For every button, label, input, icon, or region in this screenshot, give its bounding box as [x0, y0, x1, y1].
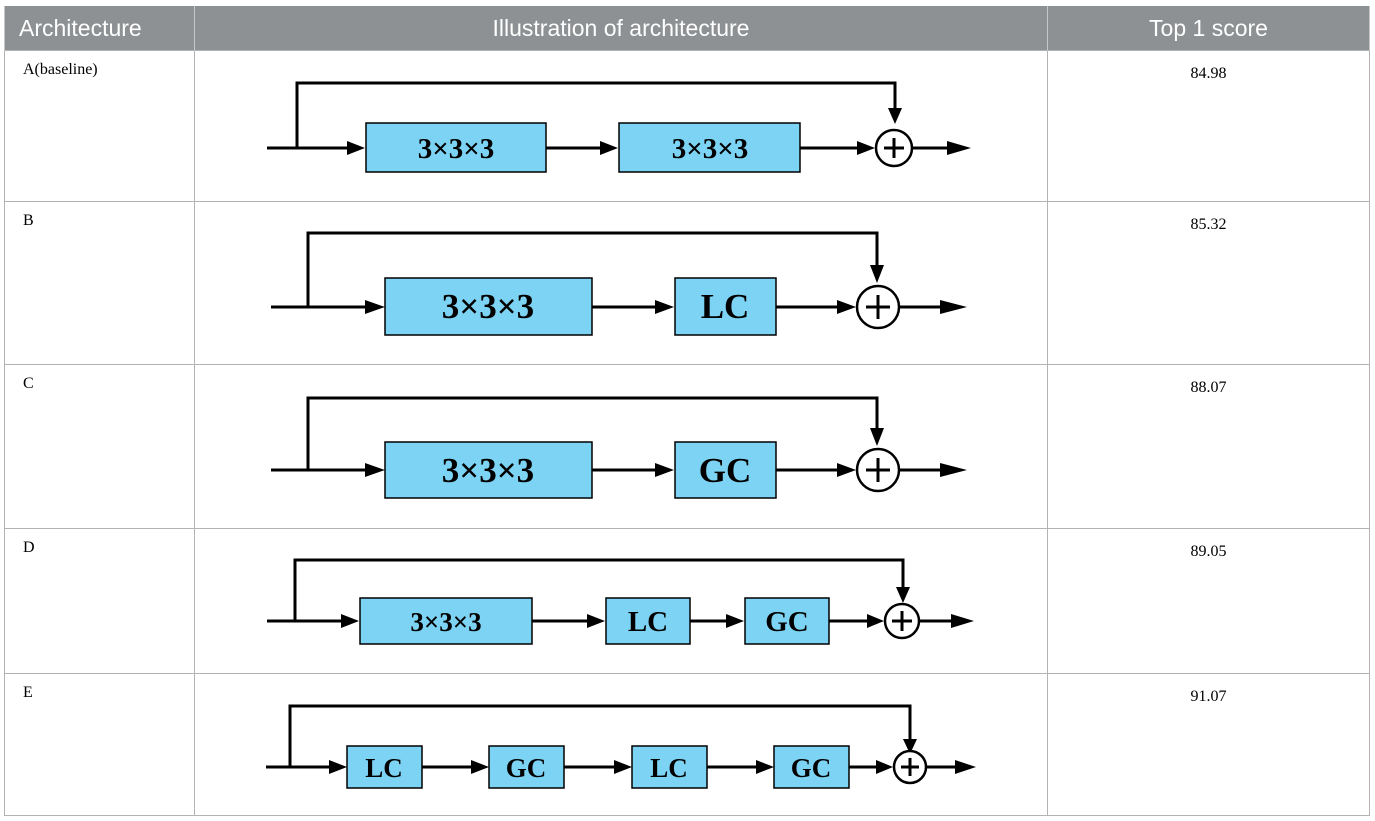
- header-architecture: Architecture: [4, 6, 195, 51]
- block-label: LC: [628, 606, 668, 638]
- architecture-name: D: [4, 528, 195, 674]
- header-row: Architecture Illustration of architectur…: [4, 6, 1370, 51]
- block-label: LC: [701, 287, 750, 326]
- diagram-row-b: 3×3×3 LC: [271, 231, 967, 336]
- architecture-name: A(baseline): [4, 50, 195, 202]
- illustration-cell: 3×3×3 LC: [194, 201, 1048, 365]
- table-row: B 3×3×3 LC: [4, 201, 1370, 365]
- lc-block: [674, 277, 777, 336]
- block-label: GC: [506, 753, 547, 783]
- lc-block: [346, 745, 423, 789]
- block-label: 3×3×3: [418, 133, 495, 165]
- conv-block: [618, 122, 801, 173]
- gc-block: [773, 745, 850, 789]
- block-label: GC: [791, 753, 832, 783]
- lc-block: [605, 597, 691, 645]
- architecture-name: C: [4, 364, 195, 529]
- top1-score: 85.32: [1047, 201, 1370, 365]
- top1-score: 84.98: [1047, 50, 1370, 202]
- header-top1-score: Top 1 score: [1047, 6, 1370, 51]
- block-label: 3×3×3: [410, 607, 481, 637]
- table-row: C 3×3×3 GC: [4, 364, 1370, 529]
- header-illustration: Illustration of architecture: [194, 6, 1048, 51]
- diagram-row-d: 3×3×3 LC GC: [267, 558, 974, 645]
- diagram-row-c: 3×3×3 GC: [271, 396, 967, 499]
- block-label: LC: [365, 753, 403, 783]
- table-row: A(baseline) 3×3×3 3×3×3: [4, 50, 1370, 202]
- block-label: GC: [699, 451, 752, 490]
- illustration-cell: LC GC LC GC: [194, 673, 1048, 816]
- block-label: GC: [765, 606, 809, 638]
- gc-block: [488, 745, 565, 789]
- lc-block: [631, 745, 708, 789]
- architecture-name: E: [4, 673, 195, 816]
- block-label: 3×3×3: [672, 133, 749, 165]
- illustration-cell: 3×3×3 3×3×3: [194, 50, 1048, 202]
- gc-block: [674, 441, 777, 499]
- diagram-row-a: 3×3×3 3×3×3: [267, 81, 971, 173]
- conv-block: [384, 277, 593, 336]
- illustration-cell: 3×3×3 GC: [194, 364, 1048, 529]
- conv-block: [384, 441, 593, 499]
- architecture-name: B: [4, 201, 195, 365]
- architecture-table: Architecture Illustration of architectur…: [4, 6, 1370, 816]
- table-row: D 3×3×3 LC GC: [4, 528, 1370, 674]
- illustration-cell: 3×3×3 LC GC: [194, 528, 1048, 674]
- block-label: 3×3×3: [442, 451, 534, 490]
- block-label: 3×3×3: [442, 287, 534, 326]
- diagram-row-e: LC GC LC GC: [266, 704, 976, 789]
- top1-score: 91.07: [1047, 673, 1370, 816]
- table-row: E LC GC LC: [4, 673, 1370, 816]
- top1-score: 89.05: [1047, 528, 1370, 674]
- block-label: LC: [650, 753, 688, 783]
- top1-score: 88.07: [1047, 364, 1370, 529]
